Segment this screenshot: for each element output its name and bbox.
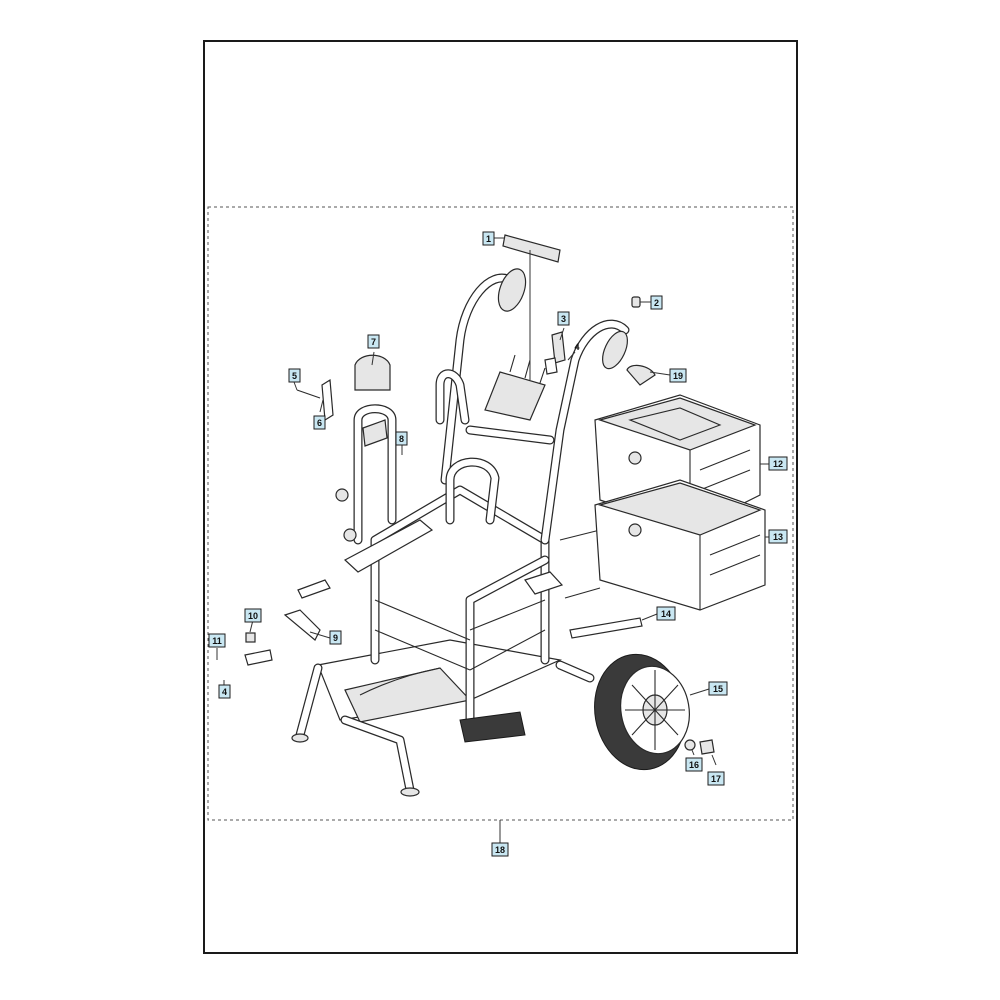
part-19-cover [626, 364, 656, 386]
callout-3: 3 [557, 311, 570, 326]
part-14-rail [569, 617, 643, 639]
part-10-nut [245, 632, 256, 643]
cart-assembly [291, 268, 630, 797]
callout-7: 7 [367, 334, 380, 349]
part-6-bracket [321, 378, 334, 422]
svg-text:16: 16 [689, 760, 699, 770]
svg-text:9: 9 [333, 633, 338, 643]
svg-text:1: 1 [486, 234, 491, 244]
callout-12: 12 [768, 456, 788, 471]
callout-5: 5 [288, 368, 301, 383]
svg-text:10: 10 [248, 611, 258, 621]
callout-17: 17 [707, 771, 725, 786]
svg-text:5: 5 [292, 371, 297, 381]
svg-text:7: 7 [371, 337, 376, 347]
part-1-handle-grip [502, 234, 561, 263]
svg-text:4: 4 [574, 342, 579, 352]
callout-2: 2 [650, 295, 663, 310]
wheel [594, 653, 715, 771]
svg-text:18: 18 [495, 845, 505, 855]
part-2-cap [631, 296, 641, 308]
callout-14: 14 [656, 606, 676, 621]
callout-4-top: 4 [574, 342, 579, 352]
svg-text:17: 17 [711, 774, 721, 784]
svg-text:4: 4 [222, 687, 227, 697]
svg-text:15: 15 [713, 684, 723, 694]
callout-11: 11 [208, 633, 226, 648]
callout-19: 19 [669, 368, 687, 383]
toolbox-lower [594, 479, 766, 611]
svg-text:11: 11 [212, 636, 222, 646]
callout-6: 6 [313, 415, 326, 430]
callout-18: 18 [491, 842, 509, 857]
svg-text:3: 3 [561, 314, 566, 324]
svg-text:14: 14 [661, 609, 671, 619]
callout-8: 8 [395, 431, 408, 446]
callout-4-bottom: 4 [218, 684, 231, 699]
callout-10: 10 [244, 608, 262, 623]
callout-16: 16 [685, 757, 703, 772]
svg-text:13: 13 [773, 532, 783, 542]
svg-text:12: 12 [773, 459, 783, 469]
callout-13: 13 [768, 529, 788, 544]
part-5-bolt [296, 389, 321, 399]
part-3-clamp [544, 331, 566, 375]
callout-15: 15 [708, 681, 728, 696]
svg-text:19: 19 [673, 371, 683, 381]
sheet-frame [203, 40, 798, 954]
svg-text:2: 2 [654, 298, 659, 308]
callout-1: 1 [482, 231, 495, 246]
callout-9: 9 [329, 630, 342, 645]
svg-text:6: 6 [317, 418, 322, 428]
svg-text:8: 8 [399, 434, 404, 444]
leader-lines [216, 237, 769, 843]
part-7-plate [354, 354, 391, 391]
